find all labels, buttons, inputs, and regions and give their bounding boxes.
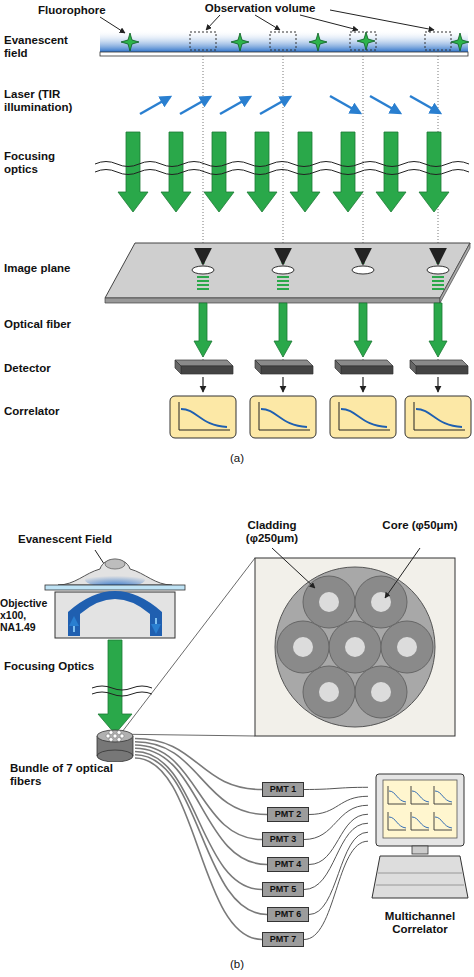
detectors (175, 360, 468, 374)
image-plane (105, 243, 470, 303)
optical-fiber (135, 755, 267, 915)
row-label: Correlator (4, 405, 104, 418)
computer-label: Multichannel Correlator (368, 910, 472, 936)
fluorophores (121, 32, 469, 51)
section-label: Focusing Optics (4, 660, 104, 673)
row-label: Laser (TIR illumination) (4, 88, 108, 114)
nucleus (105, 559, 125, 569)
column-guides (203, 56, 438, 360)
pmt-label: PMT 4 (268, 858, 308, 871)
row-label: Focusing optics (4, 150, 84, 176)
cover-slip (100, 52, 468, 56)
pmt-label: PMT 6 (268, 908, 308, 921)
optical-fiber (135, 745, 262, 840)
cover-slip (45, 585, 185, 590)
optical-fiber (135, 748, 267, 864)
pmt-detector: PMT 2 (267, 807, 309, 822)
laser-beams (140, 96, 440, 114)
signal-cable (304, 805, 368, 839)
pmt-detector: PMT 6 (267, 907, 309, 922)
optical-fiber (135, 758, 262, 939)
correlator-computer: Multichannel Correlator (368, 768, 472, 953)
core-label: Core (φ50μm) (380, 519, 460, 532)
signal-cable (309, 814, 368, 864)
fiber-arrows (194, 303, 447, 357)
fluorophore-label: Fluorophore (38, 4, 123, 17)
correlator-plots (170, 396, 471, 438)
fiber-bundle-icon (10, 728, 135, 762)
row-label: Evanescent field (4, 34, 84, 60)
optics-break (95, 162, 469, 175)
signal-cable (309, 832, 368, 914)
cladding-label: Cladding (φ250μm) (232, 519, 312, 545)
pmt-detector: PMT 7 (262, 932, 304, 947)
zoom-lines (108, 558, 255, 736)
row-label: Optical fiber (4, 318, 104, 331)
optics-break (92, 686, 152, 696)
panel-caption: (a) (217, 452, 257, 465)
signal-cable (304, 787, 368, 789)
pmt-label: PMT 3 (263, 833, 303, 846)
bundle-label: Bundle of 7 optical fibers (10, 762, 135, 788)
row-label: Image plane (4, 262, 104, 275)
panel-caption: (b) (217, 958, 257, 971)
leader-lines (272, 548, 420, 598)
tir-beam (68, 591, 162, 636)
pmt-detector: PMT 5 (262, 882, 304, 897)
computer-icon (368, 768, 472, 908)
pmt-detector: PMT 4 (267, 857, 309, 872)
signal-cable (304, 841, 368, 939)
pmt-label: PMT 5 (263, 883, 303, 896)
optical-fiber (135, 752, 262, 890)
optical-fiber (135, 742, 267, 815)
pmt-label: PMT 2 (268, 808, 308, 821)
evanescent-field (100, 30, 468, 52)
fiber-cross-section (255, 558, 455, 736)
objective-label: Objective x100, NA1.49 (0, 598, 56, 633)
pinholes (192, 250, 449, 289)
fiber-bundle: Bundle of 7 optical fibers (10, 728, 135, 816)
observation-volumes (190, 32, 451, 50)
optical-fiber (135, 738, 262, 789)
objective-lens (55, 592, 175, 638)
observation-volume-label: Observation volume (180, 2, 340, 15)
pmt-label: PMT 7 (263, 933, 303, 946)
row-label: Detector (4, 362, 104, 375)
emission-arrow (98, 640, 132, 734)
signal-arrows (203, 377, 438, 392)
emission-arrows (118, 132, 449, 212)
pmt-detector: PMT 3 (262, 832, 304, 847)
pmt-label: PMT 1 (263, 783, 303, 796)
signal-cable (309, 796, 368, 814)
pmt-detector: PMT 1 (262, 782, 304, 797)
signal-cable (304, 823, 368, 889)
section-label: Evanescent Field (18, 533, 158, 546)
beam-arrows (74, 618, 156, 632)
